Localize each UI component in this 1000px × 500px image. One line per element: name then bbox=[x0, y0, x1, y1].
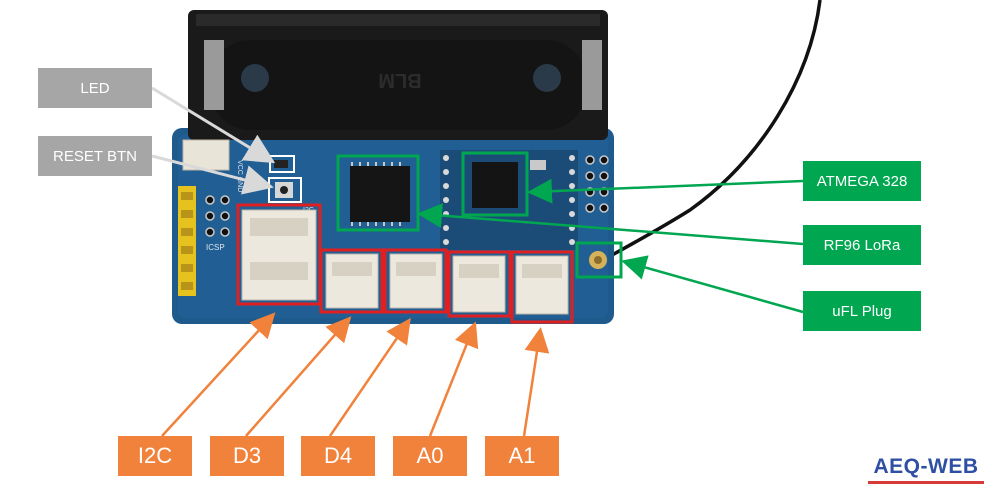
icsp-silkscreen: ICSP bbox=[206, 243, 225, 252]
reset-btn-callout: RESET BTN bbox=[38, 136, 152, 176]
ufl-callout: uFL Plug bbox=[803, 291, 921, 331]
a0-highlight-box bbox=[447, 250, 512, 318]
vcc-gnd-silkscreen: VCC GND bbox=[236, 160, 243, 192]
a0-arrow bbox=[428, 321, 479, 437]
atmega-arrow bbox=[527, 178, 804, 204]
reset-arrow bbox=[151, 154, 274, 195]
aeq-web-logo: AEQ-WEB bbox=[868, 455, 984, 489]
logo-underline bbox=[868, 481, 984, 484]
jst-connector-a1 bbox=[515, 255, 569, 315]
rf96-arrow bbox=[417, 203, 804, 246]
rf96-highlight-box bbox=[461, 151, 529, 217]
logo-text: AEQ-WEB bbox=[873, 455, 979, 478]
d3-callout: D3 bbox=[210, 436, 284, 476]
d3-highlight-box bbox=[319, 248, 384, 314]
rf96-chip bbox=[472, 162, 518, 208]
a1-highlight-box bbox=[510, 250, 574, 324]
jst-connector-a0 bbox=[452, 255, 506, 313]
i2c-callout: I2C bbox=[118, 436, 192, 476]
antenna-wire bbox=[599, 0, 822, 264]
holder-brand-text: BLM bbox=[378, 69, 421, 91]
jst-connector-i2c bbox=[241, 209, 317, 301]
a1-callout: A1 bbox=[485, 436, 559, 476]
yellow-pin-header bbox=[178, 186, 196, 296]
d3-arrow bbox=[245, 316, 352, 437]
d4-arrow bbox=[328, 317, 411, 437]
d4-callout: D4 bbox=[301, 436, 375, 476]
jst-connector-d4 bbox=[389, 253, 443, 309]
rf96-callout: RF96 LoRa bbox=[803, 225, 921, 265]
led-callout: LED bbox=[38, 68, 152, 108]
jst-connector-d3 bbox=[325, 253, 379, 309]
a0-callout: A0 bbox=[393, 436, 467, 476]
icsp-pads bbox=[205, 195, 230, 237]
ufl-highlight-box bbox=[575, 241, 623, 279]
a1-arrow bbox=[522, 327, 550, 437]
led-component bbox=[274, 160, 288, 168]
led-arrow bbox=[151, 86, 276, 164]
atmega-chip bbox=[350, 166, 410, 222]
atmega-callout: ATMEGA 328 bbox=[803, 161, 921, 201]
d4-highlight-box bbox=[383, 248, 448, 314]
led-highlight-box bbox=[269, 155, 295, 173]
i2c-arrow bbox=[161, 312, 276, 437]
battery-holder: BLM bbox=[188, 10, 608, 140]
ufl-arrow bbox=[621, 255, 804, 314]
atmega-highlight-box bbox=[336, 154, 420, 232]
